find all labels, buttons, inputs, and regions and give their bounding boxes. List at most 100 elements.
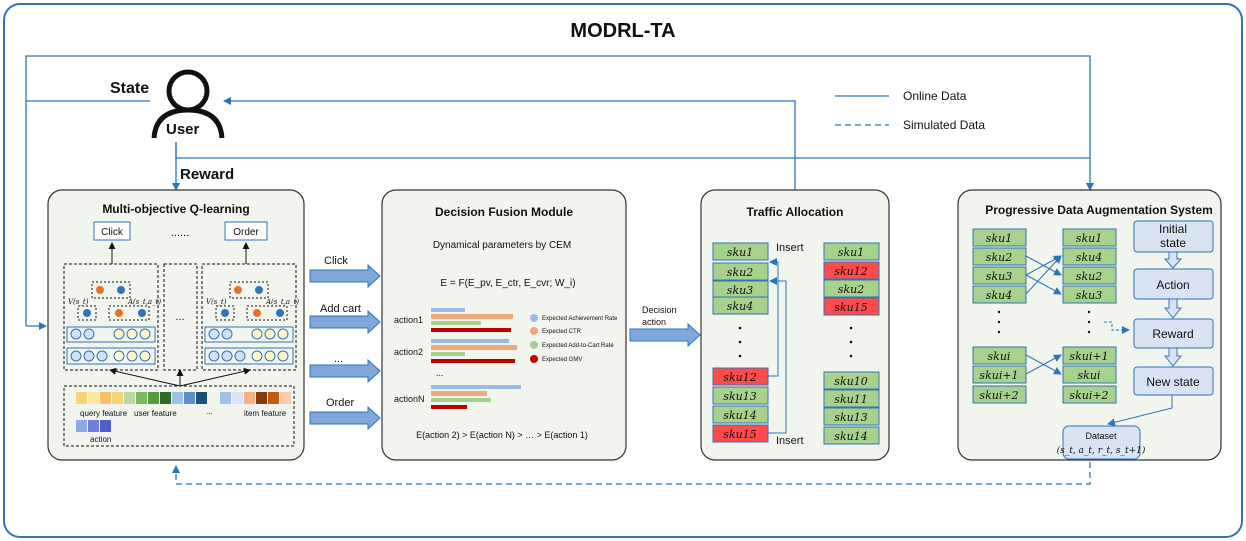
aug-col2-sku-2: sku4 <box>1076 251 1102 264</box>
legend-achievement-rate: Expected Achievement Rate <box>542 316 618 322</box>
legend-simulated-label: Simulated Data <box>903 118 985 132</box>
traffic-right-sku-6: sku11 <box>834 393 867 406</box>
v-label-right: V(s_t) <box>206 298 227 306</box>
decision-label-2: action <box>642 317 666 327</box>
legend-ctr: Expected CTR <box>542 329 582 335</box>
fusion-bars <box>431 308 521 409</box>
reward-state-label: Reward <box>1152 327 1193 341</box>
traffic-left-sku-2: sku2 <box>727 266 753 279</box>
legend-online-label: Online Data <box>903 89 967 103</box>
order-output-label: Order <box>233 227 259 238</box>
user-label: User <box>166 121 200 138</box>
traffic-title: Traffic Allocation <box>747 205 844 219</box>
feature-dots: ... <box>206 407 213 416</box>
a-label-left: A(s_t,a_t) <box>127 298 161 306</box>
user-feature-label: user feature <box>134 409 177 418</box>
aug-col1-sku-2: sku2 <box>986 251 1012 264</box>
aug-col2-sku-4: sku3 <box>1076 289 1102 302</box>
aug-state-boxes <box>1133 220 1214 396</box>
aug-col1-sku-6: skui+1 <box>979 369 1018 382</box>
initial-state-line2: state <box>1160 236 1186 250</box>
action-state-label: Action <box>1156 278 1189 292</box>
qnet-mid-dots: ... <box>175 311 184 323</box>
aug-col1-dots <box>997 310 1001 334</box>
initial-state-line1: Initial <box>1159 222 1187 236</box>
click-output-box <box>93 221 131 241</box>
insert-bottom-label: Insert <box>776 435 804 447</box>
legend-gmv: Expected GMV <box>542 357 582 363</box>
reward-label: Reward <box>180 166 234 183</box>
traffic-left-column <box>712 242 769 443</box>
traffic-left-sku-8: sku15 <box>723 428 756 441</box>
a-label-right: A(s_t,a_t) <box>265 298 299 306</box>
order-output-box <box>224 221 268 241</box>
flow-order-label: Order <box>326 397 354 409</box>
traffic-left-sku-1: sku1 <box>727 246 753 259</box>
aug-col1-sku-7: skui+2 <box>979 389 1018 402</box>
aug-col2-boxes <box>1062 228 1117 404</box>
fusion-comparison: E(action 2) > E(action N) > … > E(action… <box>416 430 588 440</box>
aug-state-arrows <box>1163 251 1183 367</box>
v-label-left: V(s_t) <box>68 298 89 306</box>
aug-col2-sku-1: sku1 <box>1076 232 1102 245</box>
flow-arrows-qlearning-fusion <box>309 263 381 431</box>
aug-col1-sku-3: sku3 <box>986 270 1012 283</box>
traffic-right-column <box>823 242 880 445</box>
action-dots: ... <box>436 368 444 378</box>
query-feature-label: query feature <box>80 409 128 418</box>
fusion-formula: E = F(E_pv, E_ctr, E_cvr; W_i) <box>440 278 575 289</box>
qnet-right: V(s_t) A(s_t,a_t) <box>204 281 299 365</box>
action2-label: action2 <box>394 347 423 357</box>
flow-click-label: Click <box>324 255 348 267</box>
traffic-left-sku-6: sku13 <box>723 390 756 403</box>
feature-arrows <box>109 367 251 387</box>
dataset-tuple: (s_t, a_t, r_t, s_t+1) <box>1057 445 1146 456</box>
traffic-left-sku-3: sku3 <box>727 284 753 297</box>
qnet-left: V(s_t) A(s_t,a_t) <box>66 281 161 365</box>
simulated-data-line <box>172 462 1091 485</box>
new-state-label: New state <box>1146 375 1200 389</box>
aug-col2-sku-7: skui+2 <box>1069 389 1108 402</box>
actionN-label: actionN <box>394 394 425 404</box>
flow-add-cart-label: Add cart <box>320 303 361 315</box>
aug-col1-sku-4: sku4 <box>986 289 1012 302</box>
flow-dots-label: ... <box>334 353 343 365</box>
traffic-left-sku-4: sku4 <box>727 300 753 313</box>
insert-connectors <box>768 258 787 434</box>
augmentation-title: Progressive Data Augmentation System <box>985 203 1213 217</box>
traffic-right-dots <box>849 326 853 358</box>
traffic-right-sku-2: sku12 <box>834 265 867 278</box>
aug-col1-sku-5: skui <box>988 350 1011 363</box>
traffic-left-dots <box>738 326 742 358</box>
traffic-right-sku-7: sku13 <box>834 411 867 424</box>
aug-col2-sku-6: skui <box>1078 369 1101 382</box>
fusion-panel <box>381 189 627 461</box>
dataset-label: Dataset <box>1085 431 1117 441</box>
output-dots: ...... <box>171 227 189 239</box>
aug-col2-sku-3: sku2 <box>1076 270 1102 283</box>
main-title: MODRL-TA <box>570 20 675 42</box>
dataset-box <box>1062 425 1141 460</box>
user-icon <box>151 69 225 139</box>
fusion-legend <box>530 314 538 363</box>
traffic-right-sku-5: sku10 <box>834 375 867 388</box>
click-output-label: Click <box>101 227 124 238</box>
feature-strip <box>76 392 291 432</box>
to-dataset-arrow <box>1107 395 1173 427</box>
traffic-left-sku-7: sku14 <box>723 409 756 422</box>
legend-add-to-cart: Expected Add-to-Cart Rate <box>542 343 614 349</box>
aug-col2-dots <box>1087 310 1091 334</box>
traffic-left-sku-5: sku12 <box>723 371 756 384</box>
fusion-subtitle: Dynamical parameters by CEM <box>433 240 571 251</box>
action-feature-label: action <box>90 435 111 444</box>
decision-label-1: Decision <box>642 305 677 315</box>
traffic-right-sku-1: sku1 <box>838 246 864 259</box>
qlearning-title: Multi-objective Q-learning <box>102 202 249 216</box>
fusion-title: Decision Fusion Module <box>435 205 573 219</box>
item-feature-label: item feature <box>244 409 287 418</box>
action1-label: action1 <box>394 315 423 325</box>
state-label: State <box>110 80 149 97</box>
traffic-right-sku-3: sku2 <box>838 283 864 296</box>
